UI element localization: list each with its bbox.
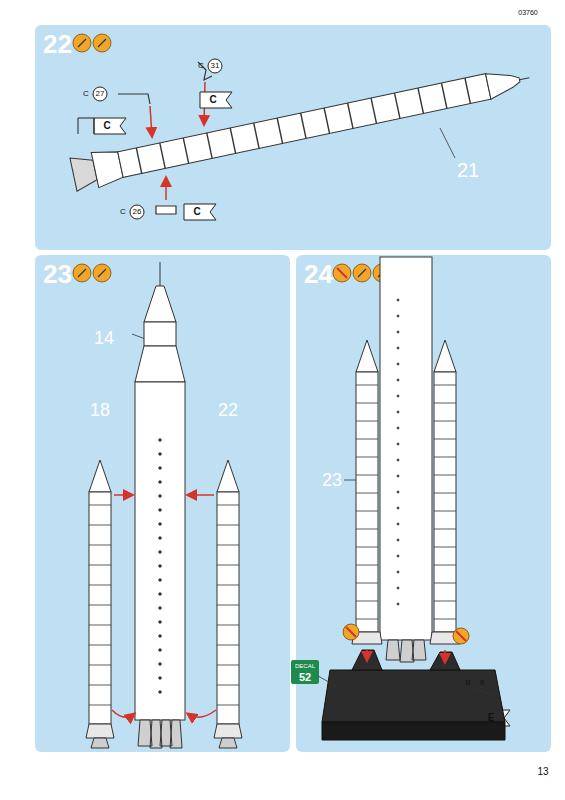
callout-number: 27 [96, 90, 105, 98]
part-letter: C [120, 208, 126, 216]
step-number: 22 [43, 30, 72, 58]
step-number: 23 [43, 260, 72, 288]
decal-number: 52 [299, 672, 311, 683]
callout-number: 26 [133, 208, 142, 216]
part-number: 22 [218, 401, 238, 419]
step-panel: 22 [35, 25, 551, 250]
part-number: 14 [94, 329, 114, 347]
part-letter: C [83, 90, 89, 98]
sprue-flag: C [193, 207, 200, 217]
part-number: 23 [322, 471, 342, 489]
step-panel: 24 [296, 255, 551, 752]
page-code: 03760 [518, 9, 537, 16]
decal-label: DECAL [295, 663, 315, 669]
sprue-flag: C [103, 121, 110, 131]
part-number: 21 [457, 160, 479, 180]
part-letter: B [465, 679, 470, 687]
sprue-flag: E [488, 713, 495, 723]
callout-number: 9 [480, 679, 484, 687]
page-number: 13 [537, 767, 548, 777]
step-panel: 23 [35, 255, 290, 752]
part-number: 18 [90, 401, 110, 419]
step-number: 24 [304, 260, 333, 288]
callout-number: 31 [211, 62, 220, 70]
sprue-flag: C [209, 95, 216, 105]
part-letter: C [198, 62, 204, 70]
